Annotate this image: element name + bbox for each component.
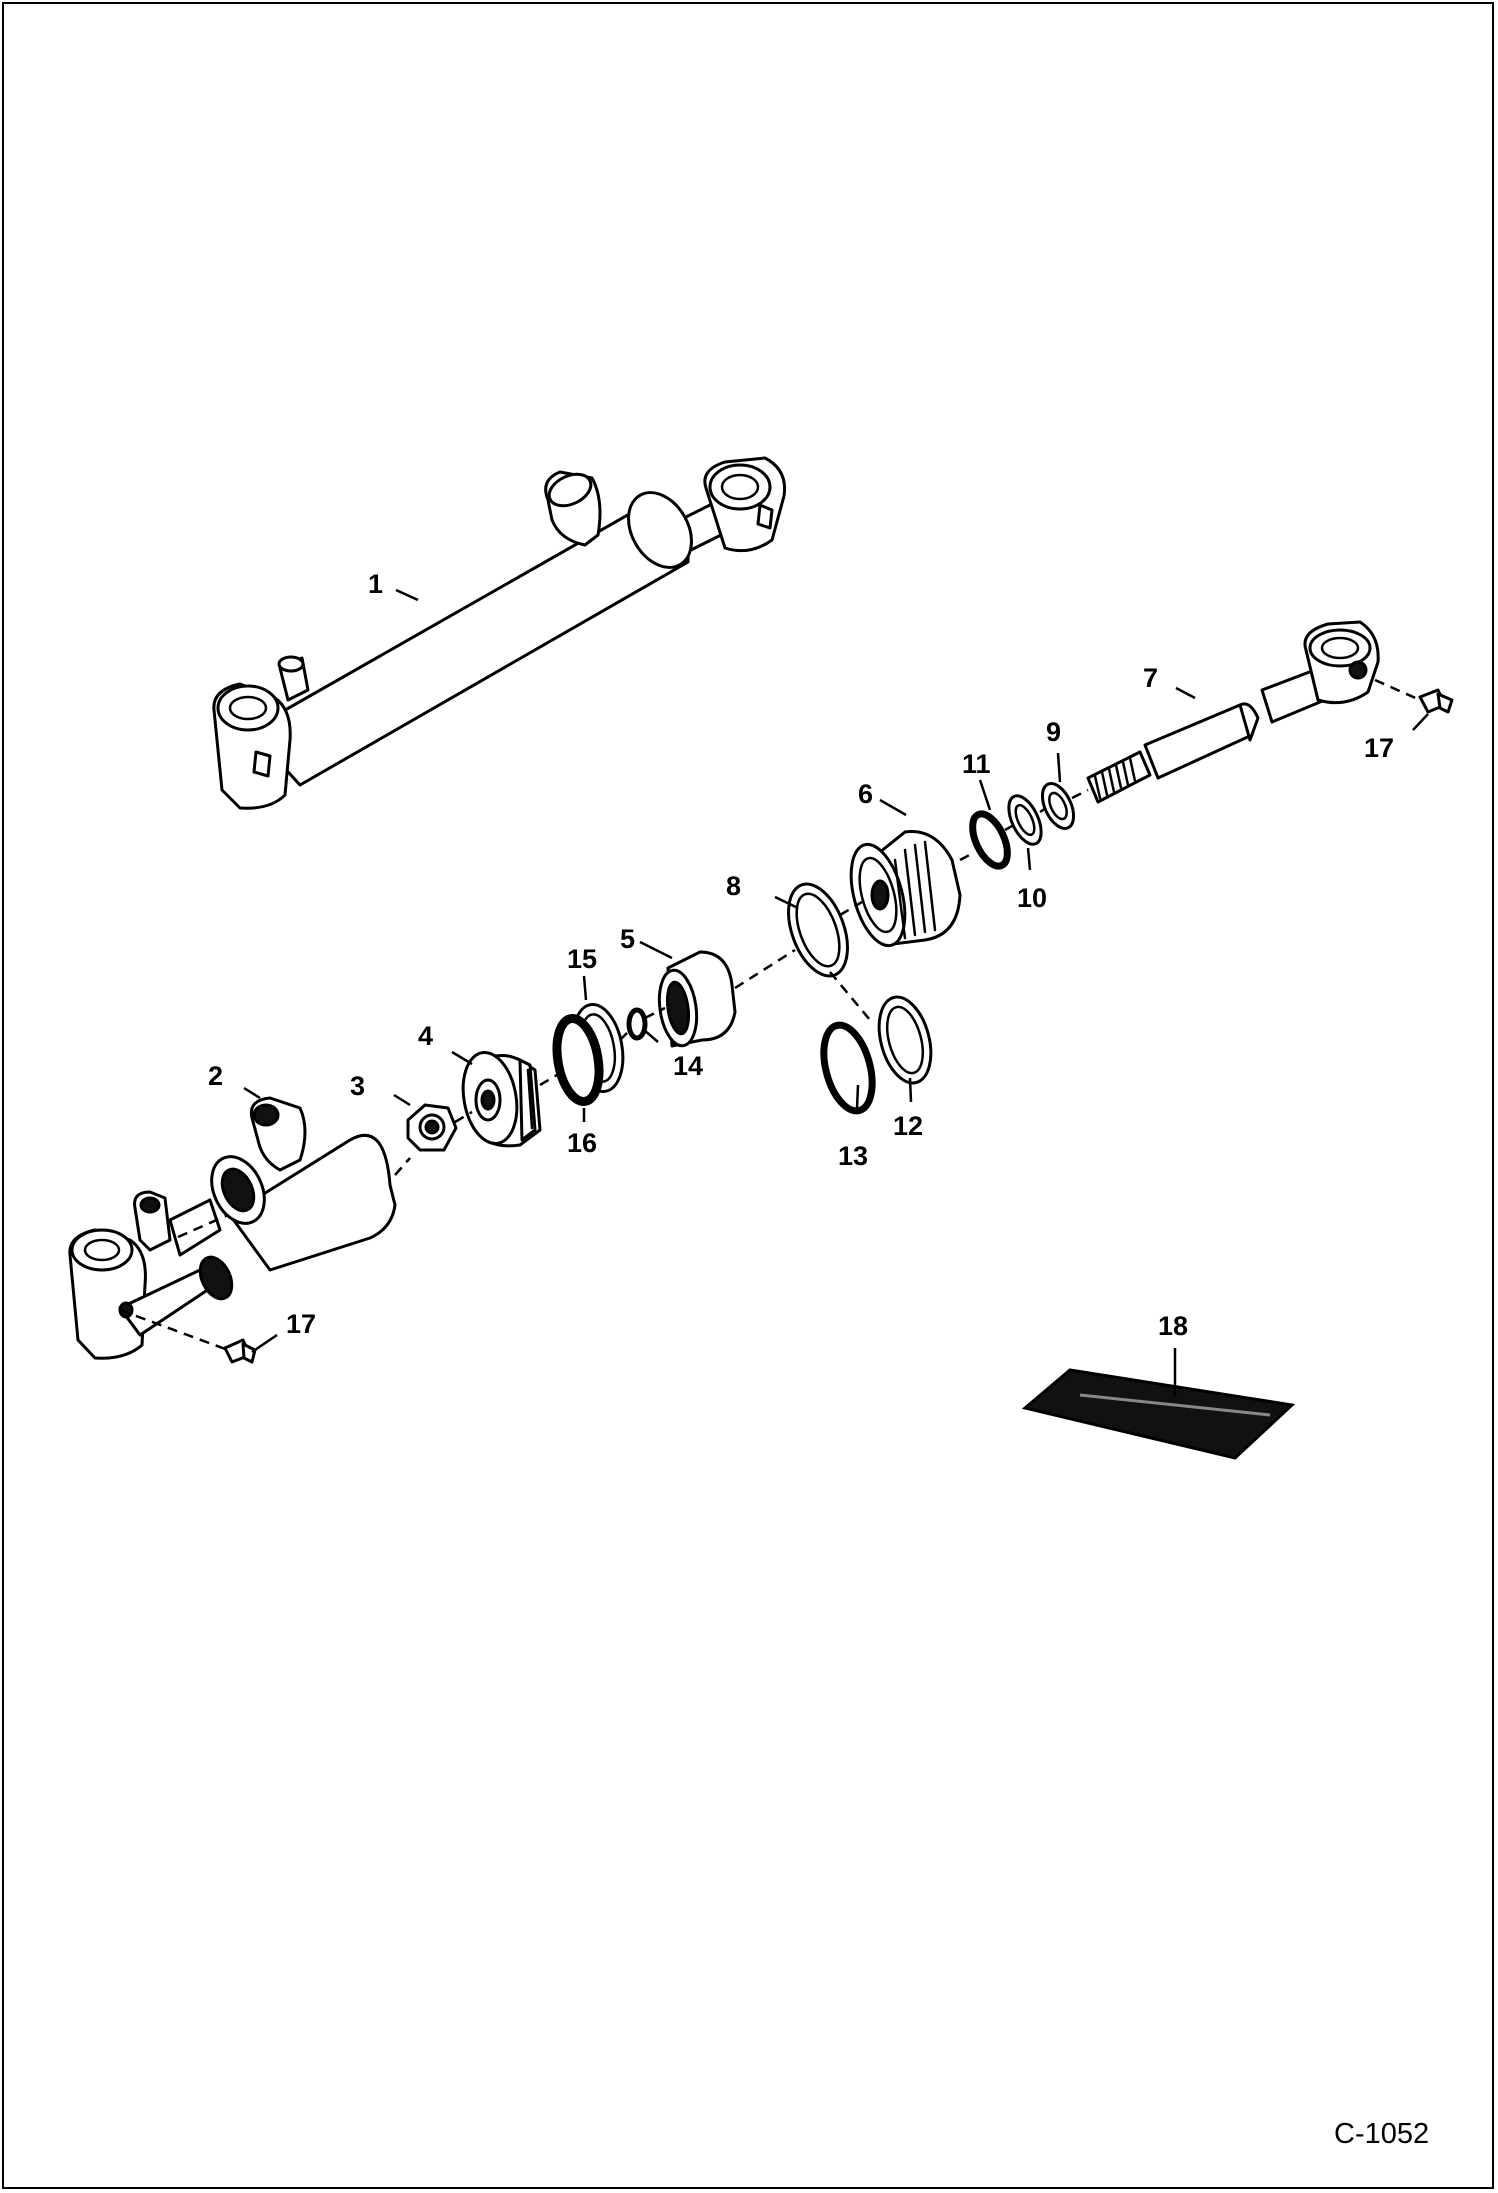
piston-rod (1086, 620, 1380, 804)
spacer (657, 950, 737, 1048)
rod-seal (969, 810, 1011, 870)
callout-17-base-end: 17 (286, 1309, 316, 1339)
o-ring-13 (820, 1021, 876, 1115)
assembled-cylinder (212, 456, 787, 810)
callout-8: 8 (726, 871, 741, 901)
callout-3: 3 (350, 1071, 365, 1101)
grease-fitting (1418, 688, 1454, 714)
callout-15: 15 (567, 944, 597, 974)
callout-7: 7 (1143, 663, 1158, 693)
callout-labels: 1 2 3 4 5 6 7 8 9 10 11 12 13 14 15 16 1… (208, 569, 1394, 1341)
callout-4: 4 (418, 1021, 433, 1051)
callout-2: 2 (208, 1061, 223, 1091)
callout-9: 9 (1046, 717, 1061, 747)
piston (461, 1050, 542, 1148)
callout-17-rod-end: 17 (1364, 733, 1394, 763)
callout-10: 10 (1017, 883, 1047, 913)
callout-5: 5 (620, 924, 635, 954)
callout-11: 11 (962, 749, 991, 779)
wiper-seal (1007, 794, 1043, 846)
small-o-ring (626, 1007, 648, 1041)
leader-lines (243, 588, 1429, 1396)
callout-14: 14 (673, 1051, 703, 1081)
callout-13: 13 (838, 1141, 868, 1171)
callout-16: 16 (567, 1128, 597, 1158)
callout-18: 18 (1158, 1311, 1188, 1341)
seal-ring-12 (877, 995, 933, 1085)
callout-12: 12 (893, 1111, 923, 1141)
grease-fitting (223, 1338, 257, 1364)
cylinder-head (849, 830, 962, 948)
figure-id: C-1052 (1334, 2118, 1429, 2150)
callout-6: 6 (858, 779, 873, 809)
rod-wiper (1040, 782, 1076, 830)
seal-kit (1021, 1368, 1296, 1460)
barrel (68, 1096, 397, 1360)
nut (406, 1103, 458, 1152)
assembly-centerlines (119, 678, 1421, 1352)
backup-ring (787, 882, 849, 978)
piston-seal (552, 1002, 625, 1107)
callout-1: 1 (368, 569, 383, 599)
